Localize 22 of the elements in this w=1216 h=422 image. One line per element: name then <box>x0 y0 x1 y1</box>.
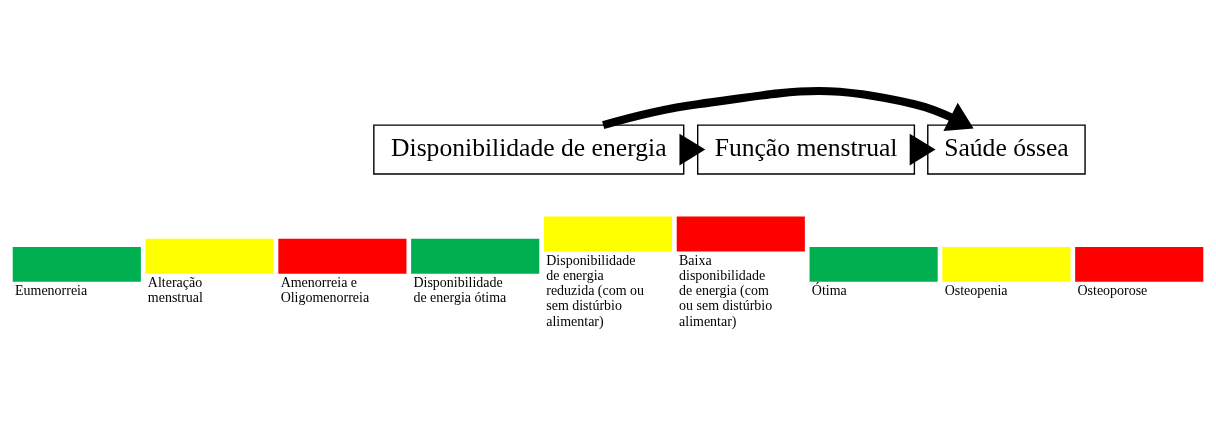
node-bar <box>676 216 805 252</box>
node-label: Osteopenia <box>944 283 1008 299</box>
node-bar <box>12 246 141 282</box>
node-label: Alteração menstrual <box>147 275 203 306</box>
node-label: Disponibilidade de energia reduzida (com ou sem distúrbio alimentar) <box>546 253 645 329</box>
node-label: Eumenorreia <box>15 283 88 299</box>
node-bar <box>809 246 938 282</box>
node-bar <box>543 216 673 252</box>
node-label: Ótima <box>811 283 847 299</box>
node-label: Osteoporose <box>1077 283 1148 299</box>
node-bar <box>942 246 1071 282</box>
node-bar <box>411 238 540 274</box>
node-label: Baixa disponibilidade de energia (com ou sem distúrbio alimentar) <box>679 253 773 329</box>
node-box: Saúde óssea <box>927 124 1086 175</box>
node-bar <box>145 238 274 274</box>
arrow <box>909 133 936 166</box>
node-bar <box>278 238 407 274</box>
node-label: Disponibilidade de energia ótima <box>413 275 507 306</box>
node-label: Amenorreia e Oligomenorreia <box>280 275 370 306</box>
node-bar <box>1075 246 1204 282</box>
arrow <box>679 133 706 166</box>
arrow <box>602 86 974 132</box>
